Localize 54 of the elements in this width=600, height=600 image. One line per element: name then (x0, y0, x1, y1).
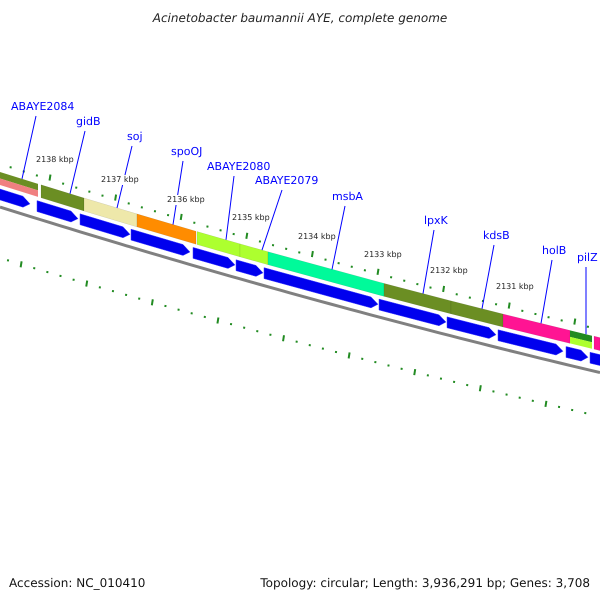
gene-segment (196, 231, 240, 258)
leader-line (226, 176, 234, 240)
gene-segment (594, 336, 600, 351)
leader-line (422, 230, 434, 294)
gene-segment (450, 300, 504, 328)
gene-segment (502, 314, 570, 344)
leader-line (70, 130, 86, 194)
gene-block (0, 186, 30, 208)
leader-line (482, 244, 494, 310)
leader-line (22, 116, 36, 180)
gene-label: ABAYE2079 (255, 174, 318, 188)
gene-label: holB (542, 244, 566, 258)
gene-label: kdsB (483, 229, 510, 243)
gene-block (130, 228, 190, 256)
gene-label: pilZ (577, 251, 598, 265)
leader-line (172, 160, 184, 226)
scale-label: 2132 kbp (430, 266, 468, 276)
gene-block (590, 352, 600, 367)
gene-label: lpxK (424, 214, 448, 228)
gene-block (36, 200, 78, 222)
gene-block (264, 267, 378, 308)
accession-note: Accession: NC_010410 (9, 575, 146, 592)
gene-segment (268, 252, 384, 297)
gene-segment (240, 244, 268, 265)
gene-block (378, 298, 446, 326)
gene-block (192, 247, 236, 269)
scale-label: 2131 kbp (496, 282, 534, 292)
gene-segment (0, 172, 38, 197)
gene-segment (384, 283, 452, 314)
gene-segment (84, 198, 138, 228)
scale-label: 2138 kbp (36, 155, 74, 165)
gene-block (446, 316, 496, 339)
gene-label: spoOJ (171, 145, 202, 159)
genome-summary: Topology: circular; Length: 3,936,291 bp; Genes: 3,708 (260, 575, 590, 592)
title: Acinetobacter baumannii AYE, complete genome (152, 10, 448, 27)
leader-line (262, 190, 282, 251)
gene-segment (40, 184, 84, 212)
gene-label: msbA (332, 190, 363, 204)
gene-label: gidB (76, 115, 101, 129)
scale-label: 2137 kbp (101, 175, 139, 185)
gene-segment (136, 214, 196, 244)
scale-label: 2134 kbp (298, 232, 336, 242)
gene-block (80, 214, 130, 238)
gene-label: ABAYE2084 (11, 100, 74, 114)
gene-label: ABAYE2080 (207, 160, 270, 174)
scale-label: 2133 kbp (364, 250, 402, 260)
scale-label: 2136 kbp (167, 195, 205, 205)
gene-block (236, 259, 264, 277)
gene-label: soj (127, 130, 143, 144)
gene-block (498, 330, 564, 356)
scale-label: 2135 kbp (232, 213, 270, 223)
gene-segment (570, 330, 592, 349)
leader-line (332, 206, 346, 270)
leader-line (540, 260, 552, 324)
